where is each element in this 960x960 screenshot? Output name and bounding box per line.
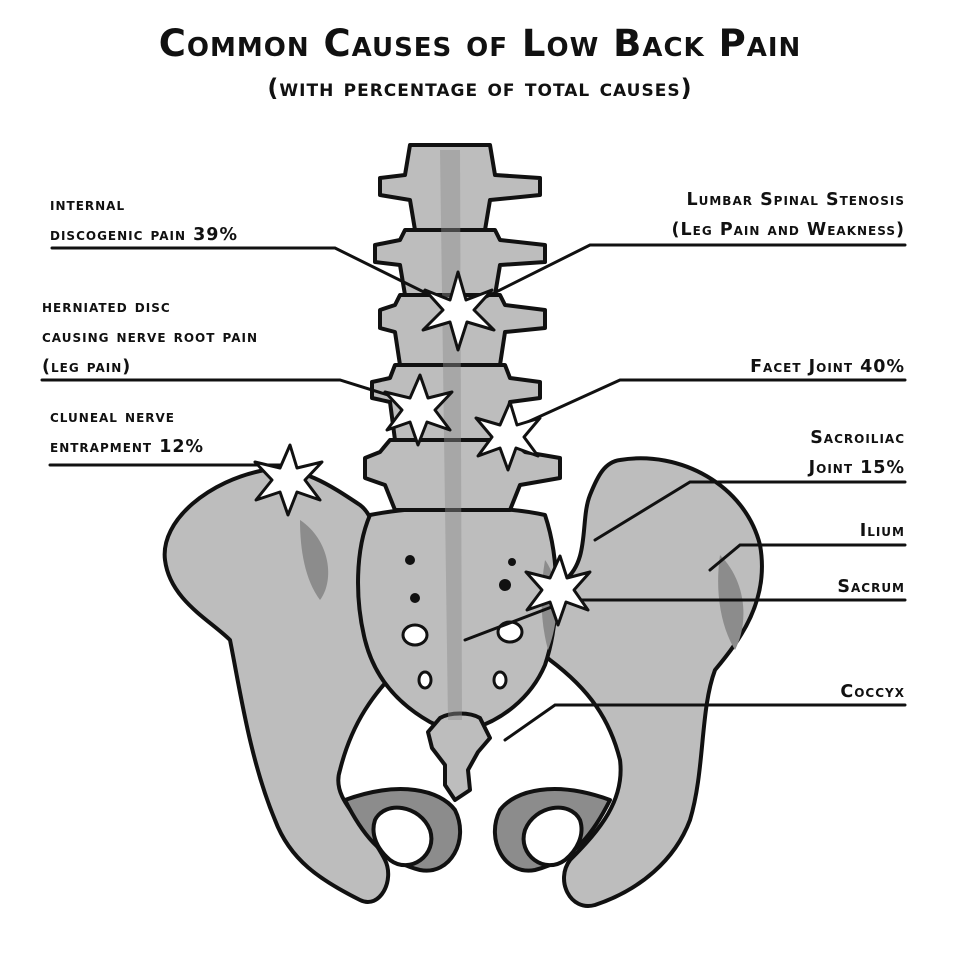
sacral-dot xyxy=(405,555,415,565)
label-facet-joint: Facet Joint 40% xyxy=(750,352,905,382)
label-sacrum: Sacrum xyxy=(837,572,905,602)
leader-facet xyxy=(508,378,907,432)
label-ilium: Ilium xyxy=(860,516,905,546)
label-herniated-disc: herniated disc causing nerve root pain (… xyxy=(42,292,258,382)
leader-stenosis xyxy=(478,243,907,302)
label-line: Joint 15% xyxy=(808,458,905,478)
pain-star-cluneal xyxy=(253,443,324,517)
label-sacroiliac: Sacroiliac Joint 15% xyxy=(809,423,905,483)
pain-star-facet xyxy=(474,400,542,472)
label-line: cluneal nerve xyxy=(50,407,176,427)
obturator-left xyxy=(371,805,434,868)
label-line: internal xyxy=(50,195,126,215)
sacral-foramen xyxy=(401,623,429,647)
sacral-dot xyxy=(410,593,420,603)
page-subtitle: (with percentage of total causes) xyxy=(267,74,693,102)
leader-coccyx xyxy=(503,703,907,742)
label-line: (Leg Pain and Weakness) xyxy=(671,220,905,240)
label-lumbar-stenosis: Lumbar Spinal Stenosis (Leg Pain and Wea… xyxy=(672,185,905,245)
sacral-dot xyxy=(499,579,511,591)
coccyx xyxy=(426,711,492,802)
label-cluneal-nerve: cluneal nerve entrapment 12% xyxy=(50,402,204,462)
label-line: entrapment 12% xyxy=(50,437,205,457)
sacral-foramen xyxy=(492,670,508,690)
leader-sacroiliac xyxy=(593,480,907,542)
label-line: Facet Joint 40% xyxy=(750,357,905,377)
label-line: herniated disc xyxy=(42,297,171,317)
label-line: discogenic pain 39% xyxy=(50,225,238,245)
sacral-dot xyxy=(508,558,516,566)
sacral-foramen xyxy=(417,670,433,690)
label-line: Lumbar Spinal Stenosis xyxy=(686,190,905,210)
pain-star-herniated xyxy=(383,373,454,447)
label-coccyx: Coccyx xyxy=(840,677,905,707)
label-line: Ilium xyxy=(859,521,905,541)
label-line: (leg pain) xyxy=(42,357,132,377)
obturator-right xyxy=(521,805,584,868)
label-line: Sacroiliac xyxy=(810,428,905,448)
pain-star-sacroiliac xyxy=(524,554,592,627)
label-line: Sacrum xyxy=(837,577,905,597)
label-line: Coccyx xyxy=(840,682,905,702)
leader-discogenic xyxy=(50,246,452,307)
label-internal-discogenic: internal discogenic pain 39% xyxy=(50,190,238,250)
page-title: Common Causes of Low Back Pain xyxy=(158,22,802,65)
leader-ilium xyxy=(708,543,907,572)
ilium-shadow-right xyxy=(718,555,744,650)
pain-star-discogenic xyxy=(421,270,496,352)
label-line: causing nerve root pain xyxy=(42,327,259,347)
ilium-shadow-left xyxy=(300,520,329,600)
